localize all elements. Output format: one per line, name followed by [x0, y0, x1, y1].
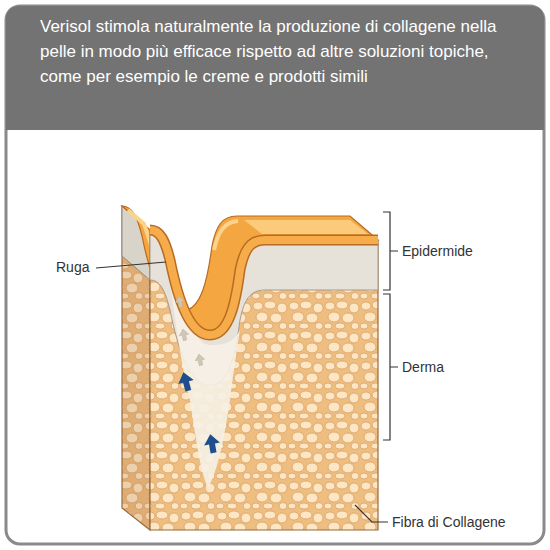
small-arrow: [178, 328, 189, 341]
figure-title: Verisol stimola naturalmente la produzio…: [40, 14, 530, 89]
derma-bracket: [383, 294, 398, 440]
part-label: Fibra di Collagene: [392, 514, 506, 530]
leader-line: [96, 262, 166, 268]
part-label: Epidermide: [402, 243, 473, 259]
blue-arrow: [202, 433, 221, 454]
panel-frame: [6, 6, 544, 544]
header-band: [6, 6, 544, 130]
derma-layer: [150, 230, 378, 530]
blue-arrow: [176, 370, 196, 392]
small-arrow: [194, 353, 205, 366]
part-label: Derma: [402, 359, 444, 375]
surface-highlight: [214, 221, 238, 250]
epidermis-bracket: [383, 212, 398, 290]
surface-highlight: [244, 220, 368, 234]
surface-edge: [150, 230, 378, 335]
part-label: Ruga: [56, 259, 89, 275]
small-arrow: [174, 295, 185, 308]
leader-line: [355, 505, 388, 522]
surface-edge: [150, 230, 378, 335]
